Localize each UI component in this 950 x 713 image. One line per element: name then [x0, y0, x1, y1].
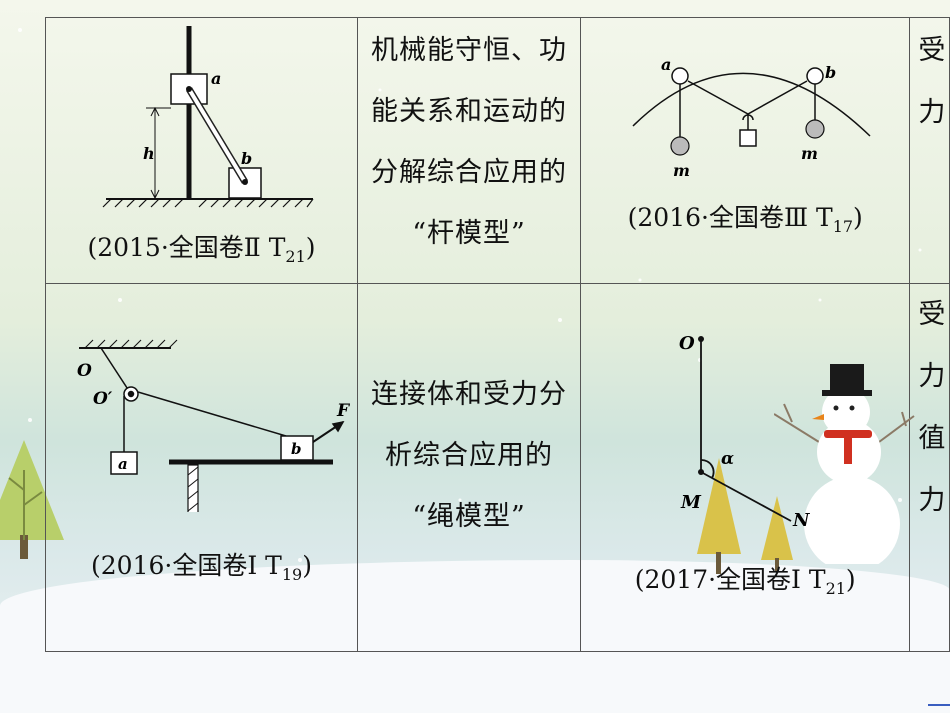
description-line: 能关系和运动的 — [371, 96, 568, 127]
figure-caption: (2016·全国卷Ⅲ T17) — [627, 203, 863, 236]
rod-model-diagram: a b h — [103, 26, 314, 208]
label-M: M — [680, 492, 702, 513]
cut-off-cell: 受 力 徝 力 — [909, 283, 950, 652]
cut-text-line: 力 — [918, 485, 946, 516]
tree-decoration — [697, 458, 794, 574]
description-line: “绳模型” — [412, 501, 526, 532]
description-line: 机械能守恒、功 — [371, 35, 568, 66]
rope-model-diagram: O O′ a b F — [77, 339, 351, 512]
label-h: h — [143, 144, 155, 163]
figure-caption: (2015·全国卷Ⅱ T21) — [87, 233, 316, 266]
cut-text-line: 徝 — [918, 423, 946, 454]
label-m: m — [673, 161, 690, 180]
table-row: a b h (2015·全国卷Ⅱ T21) 机械能守恒、功 能关系和运动的 分解… — [45, 17, 950, 284]
physics-model-table: a b h (2015·全国卷Ⅱ T21) 机械能守恒、功 能关系和运动的 分解… — [45, 17, 950, 652]
angle-rope-diagram: O M N α — [679, 333, 811, 531]
page-link-underline — [928, 704, 950, 706]
snowman-decoration — [774, 364, 915, 564]
description-cell: 连接体和受力分 析综合应用的 “绳模型” — [356, 283, 582, 652]
label-F: F — [336, 401, 351, 421]
figure-cell-rope-model: O O′ a b F (2016·全国卷Ⅰ T19) — [45, 283, 358, 652]
figure-cell-rod-model: a b h (2015·全国卷Ⅱ T21) — [45, 17, 358, 284]
description-line: “杆模型” — [412, 218, 526, 249]
cut-text-line: 受 — [918, 35, 946, 66]
label-alpha: α — [721, 449, 734, 469]
label-a: a — [118, 455, 128, 473]
description-cell: 机械能守恒、功 能关系和运动的 分解综合应用的 “杆模型” — [356, 17, 582, 284]
figure-cell-arc-model: a b m m (2016·全国卷Ⅲ T17) — [580, 17, 911, 284]
description-line: 连接体和受力分 — [371, 379, 568, 410]
label-O: O — [77, 361, 92, 381]
description-line: 析综合应用的 — [385, 440, 554, 471]
cut-text-line: 力 — [918, 97, 946, 128]
label-N: N — [792, 510, 811, 531]
label-b: b — [241, 149, 252, 168]
figure-caption: (2016·全国卷Ⅰ T19) — [91, 551, 312, 584]
cut-text-line: 受 — [918, 299, 946, 330]
cut-text-line: 力 — [918, 361, 946, 392]
figure-caption: (2017·全国卷Ⅰ T21) — [634, 565, 856, 598]
label-m: m — [801, 144, 818, 163]
arc-pulley-diagram: a b m m — [632, 55, 871, 180]
label-b: b — [291, 440, 302, 458]
label-O: O — [679, 333, 695, 354]
label-a: a — [661, 55, 671, 74]
table-row: O O′ a b F (2016·全国卷Ⅰ T19) 连接体和受力分 析综合应用… — [45, 283, 950, 652]
description-line: 分解综合应用的 — [371, 157, 568, 188]
figure-cell-angle-model: O M N α (2017·全国卷Ⅰ T21) — [580, 283, 915, 652]
label-O-prime: O′ — [93, 389, 113, 409]
label-a: a — [211, 69, 221, 88]
label-b: b — [825, 63, 836, 82]
cut-off-cell: 受 力 — [909, 17, 950, 284]
